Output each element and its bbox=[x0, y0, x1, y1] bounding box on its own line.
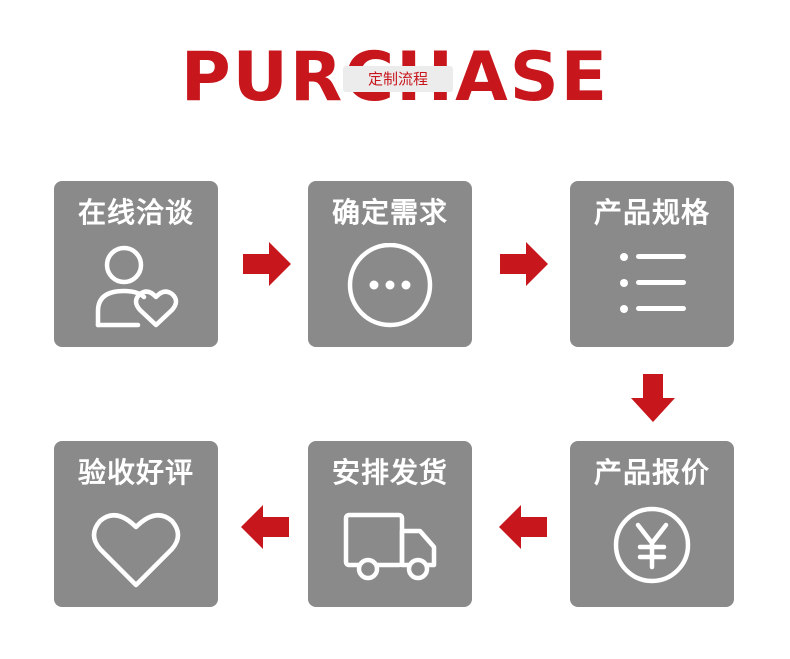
step-card-accept-review: 验收好评 bbox=[54, 441, 218, 607]
step-label: 在线洽谈 bbox=[77, 196, 194, 229]
step-card-arrange-shipping: 安排发货 bbox=[308, 441, 472, 607]
step-card-product-quote: 产品报价 bbox=[570, 441, 734, 607]
header: PURCHASE 定制流程 bbox=[0, 38, 790, 118]
step-label: 产品报价 bbox=[593, 456, 710, 489]
step-label: 产品规格 bbox=[593, 196, 710, 229]
arrow-left-icon bbox=[241, 505, 289, 549]
page-subtitle: 定制流程 bbox=[343, 66, 453, 92]
arrow-right-icon bbox=[243, 242, 291, 286]
step-label: 安排发货 bbox=[331, 456, 448, 489]
person-heart-icon bbox=[95, 245, 179, 328]
chat-dots-icon bbox=[347, 243, 433, 328]
step-card-online-chat: 在线洽谈 bbox=[54, 181, 218, 347]
arrow-right-icon bbox=[500, 242, 548, 286]
list-icon bbox=[620, 253, 686, 313]
heart-icon bbox=[91, 513, 181, 588]
step-card-product-specs: 产品规格 bbox=[570, 181, 734, 347]
arrow-down-icon bbox=[631, 374, 675, 422]
delivery-truck-icon bbox=[343, 512, 437, 581]
arrow-left-icon bbox=[499, 505, 547, 549]
yen-coin-icon bbox=[613, 506, 691, 584]
step-label: 确定需求 bbox=[331, 196, 448, 229]
step-card-confirm-needs: 确定需求 bbox=[308, 181, 472, 347]
step-label: 验收好评 bbox=[77, 456, 194, 489]
